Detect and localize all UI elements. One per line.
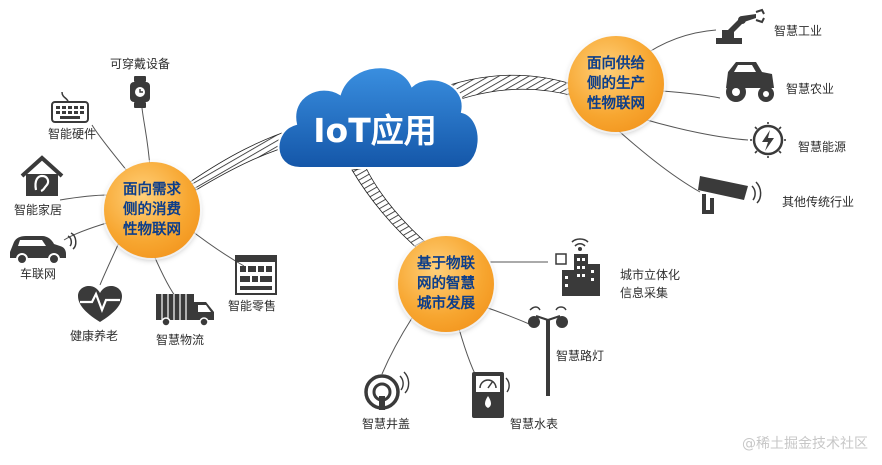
car-icon [10, 232, 77, 265]
label-energy: 智慧能源 [798, 140, 847, 154]
cloud-shape [277, 66, 480, 169]
label-manhole: 智慧井盖 [362, 417, 411, 431]
label-health: 健康养老 [70, 329, 119, 343]
smart-home-icon [20, 155, 64, 196]
manhole-cover-icon [364, 371, 410, 410]
label-streetlight: 智慧路灯 [556, 349, 605, 363]
supply-iot-hub: 面向供给 侧的生产 性物联网 [568, 36, 664, 132]
label-vehicle: 车联网 [20, 267, 57, 281]
label-industry: 智慧工业 [774, 24, 823, 38]
label-wearable: 可穿戴设备 [110, 57, 171, 71]
label-traditional: 其他传统行业 [782, 195, 855, 209]
smartwatch-icon [130, 76, 150, 108]
label-logistics: 智慧物流 [156, 333, 205, 347]
water-meter-icon [472, 372, 510, 418]
label-agriculture: 智慧农业 [786, 82, 835, 96]
label-city-info: 城市立体化 信息采集 [620, 268, 681, 300]
label-hardware: 智能硬件 [48, 127, 97, 141]
security-camera-icon [698, 176, 762, 214]
smart-city-hub-label: 基于物联 网的智慧 城市发展 [417, 256, 475, 312]
label-home: 智能家居 [14, 203, 63, 217]
keyboard-icon [51, 91, 89, 123]
consumer-iot-hub: 面向需求 侧的消费 性物联网 [104, 162, 200, 258]
city-building-icon [555, 238, 600, 296]
watermark: @稀土掘金技术社区 [742, 436, 868, 452]
tractor-icon [726, 62, 774, 102]
heart-pulse-icon [78, 286, 122, 322]
label-meter: 智慧水表 [510, 417, 559, 431]
street-light-icon [528, 306, 568, 396]
center-title: IoT应用 [313, 111, 437, 150]
smart-city-hub: 基于物联 网的智慧 城市发展 [398, 236, 494, 332]
energy-icon [750, 122, 786, 158]
robot-arm-icon [716, 8, 765, 44]
label-retail: 智能零售 [228, 299, 277, 313]
consumer-iot-hub-label: 面向需求 侧的消费 性物联网 [123, 182, 181, 238]
supply-iot-hub-label: 面向供给 侧的生产 性物联网 [587, 56, 645, 112]
branch-to-city [351, 167, 433, 256]
shop-shelf-icon [235, 255, 277, 295]
truck-icon [156, 294, 214, 327]
